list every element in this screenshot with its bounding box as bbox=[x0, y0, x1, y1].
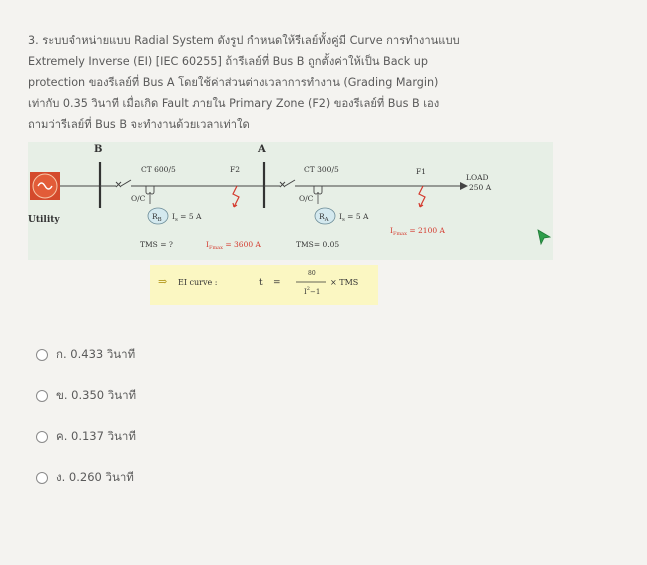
option-d[interactable]: ง. 0.260 วินาที bbox=[36, 468, 136, 488]
question-line: 3. ระบบจำหน่ายแบบ Radial System ดังรูป ก… bbox=[28, 34, 460, 47]
radio-button[interactable] bbox=[36, 390, 48, 402]
fault-f2-label: F2 bbox=[230, 165, 240, 174]
ct-right-icon bbox=[313, 186, 323, 204]
relay-a: RA bbox=[314, 207, 336, 225]
oc-right-label: O/C bbox=[299, 194, 314, 203]
radio-button[interactable] bbox=[36, 472, 48, 484]
formula-numerator: 80 bbox=[308, 270, 316, 277]
formula-arrow-icon: ⇒ bbox=[158, 275, 167, 288]
question-line: Extremely Inverse (EI) [IEC 60255] ถ้ารี… bbox=[28, 55, 428, 68]
option-label: ข. 0.350 วินาที bbox=[56, 388, 137, 402]
radio-button[interactable] bbox=[36, 431, 48, 443]
svg-text:RA: RA bbox=[319, 212, 330, 223]
oc-left-label: O/C bbox=[131, 194, 146, 203]
times-tms-label: × TMS bbox=[330, 278, 358, 287]
question-line: ถามว่ารีเลย์ที่ Bus B จะทำงานด้วยเวลาเท่… bbox=[28, 118, 250, 131]
svg-text:RB: RB bbox=[152, 212, 162, 223]
ifmax-f2-label: IFmax = 3600 A bbox=[206, 240, 262, 251]
is-left-label: Is = 5 A bbox=[172, 212, 202, 223]
load-label: LOAD bbox=[466, 173, 489, 182]
generator-icon bbox=[30, 172, 60, 200]
fault-f2-icon bbox=[232, 185, 240, 208]
equals-label: = bbox=[273, 278, 281, 288]
option-a[interactable]: ก. 0.433 วินาที bbox=[36, 345, 136, 365]
fault-f1-icon bbox=[418, 185, 426, 208]
tms-b-label: TMS = ? bbox=[140, 240, 173, 249]
question-line: protection ของรีเลย์ที่ Bus A โดยใช้ค่าส… bbox=[28, 76, 439, 89]
tms-a-label: TMS= 0.05 bbox=[296, 240, 339, 249]
radial-system-diagram: B A CT 600/5 O/C RB bbox=[28, 134, 558, 314]
mouse-cursor-icon bbox=[536, 228, 552, 250]
question-line: เท่ากับ 0.35 วินาที เมื่อเกิด Fault ภายใ… bbox=[28, 97, 440, 110]
ifmax-f1-label: IFmax = 2100 A bbox=[390, 226, 446, 237]
diagram-background bbox=[28, 142, 553, 260]
option-label: ง. 0.260 วินาที bbox=[56, 470, 134, 484]
ct-right-label: CT 300/5 bbox=[304, 165, 339, 174]
option-c[interactable]: ค. 0.137 วินาที bbox=[36, 427, 136, 447]
option-label: ค. 0.137 วินาที bbox=[56, 429, 136, 443]
load-arrow-icon bbox=[460, 182, 468, 190]
utility-label: Utility bbox=[28, 215, 60, 225]
option-label: ก. 0.433 วินาที bbox=[56, 347, 136, 361]
load-value: 250 A bbox=[469, 183, 492, 192]
relay-b: RB bbox=[147, 207, 169, 225]
answer-options: ก. 0.433 วินาที ข. 0.350 วินาที ค. 0.137… bbox=[36, 345, 136, 509]
curve-label: EI curve : bbox=[178, 278, 218, 287]
radio-button[interactable] bbox=[36, 349, 48, 361]
bus-b-label: B bbox=[94, 144, 102, 155]
breaker-a-icon bbox=[279, 179, 296, 188]
ct-left-label: CT 600/5 bbox=[141, 165, 176, 174]
bus-a-label: A bbox=[257, 144, 266, 155]
option-b[interactable]: ข. 0.350 วินาที bbox=[36, 386, 136, 406]
ct-left-icon bbox=[145, 186, 155, 204]
fault-f1-label: F1 bbox=[416, 167, 426, 176]
formula-denominator: I2−1 bbox=[304, 286, 320, 296]
is-right-label: Is = 5 A bbox=[339, 212, 369, 223]
formula-box bbox=[150, 265, 378, 305]
breaker-b-icon bbox=[115, 179, 132, 188]
t-label: t bbox=[259, 278, 263, 288]
question-text: 3. ระบบจำหน่ายแบบ Radial System ดังรูป ก… bbox=[28, 30, 588, 135]
